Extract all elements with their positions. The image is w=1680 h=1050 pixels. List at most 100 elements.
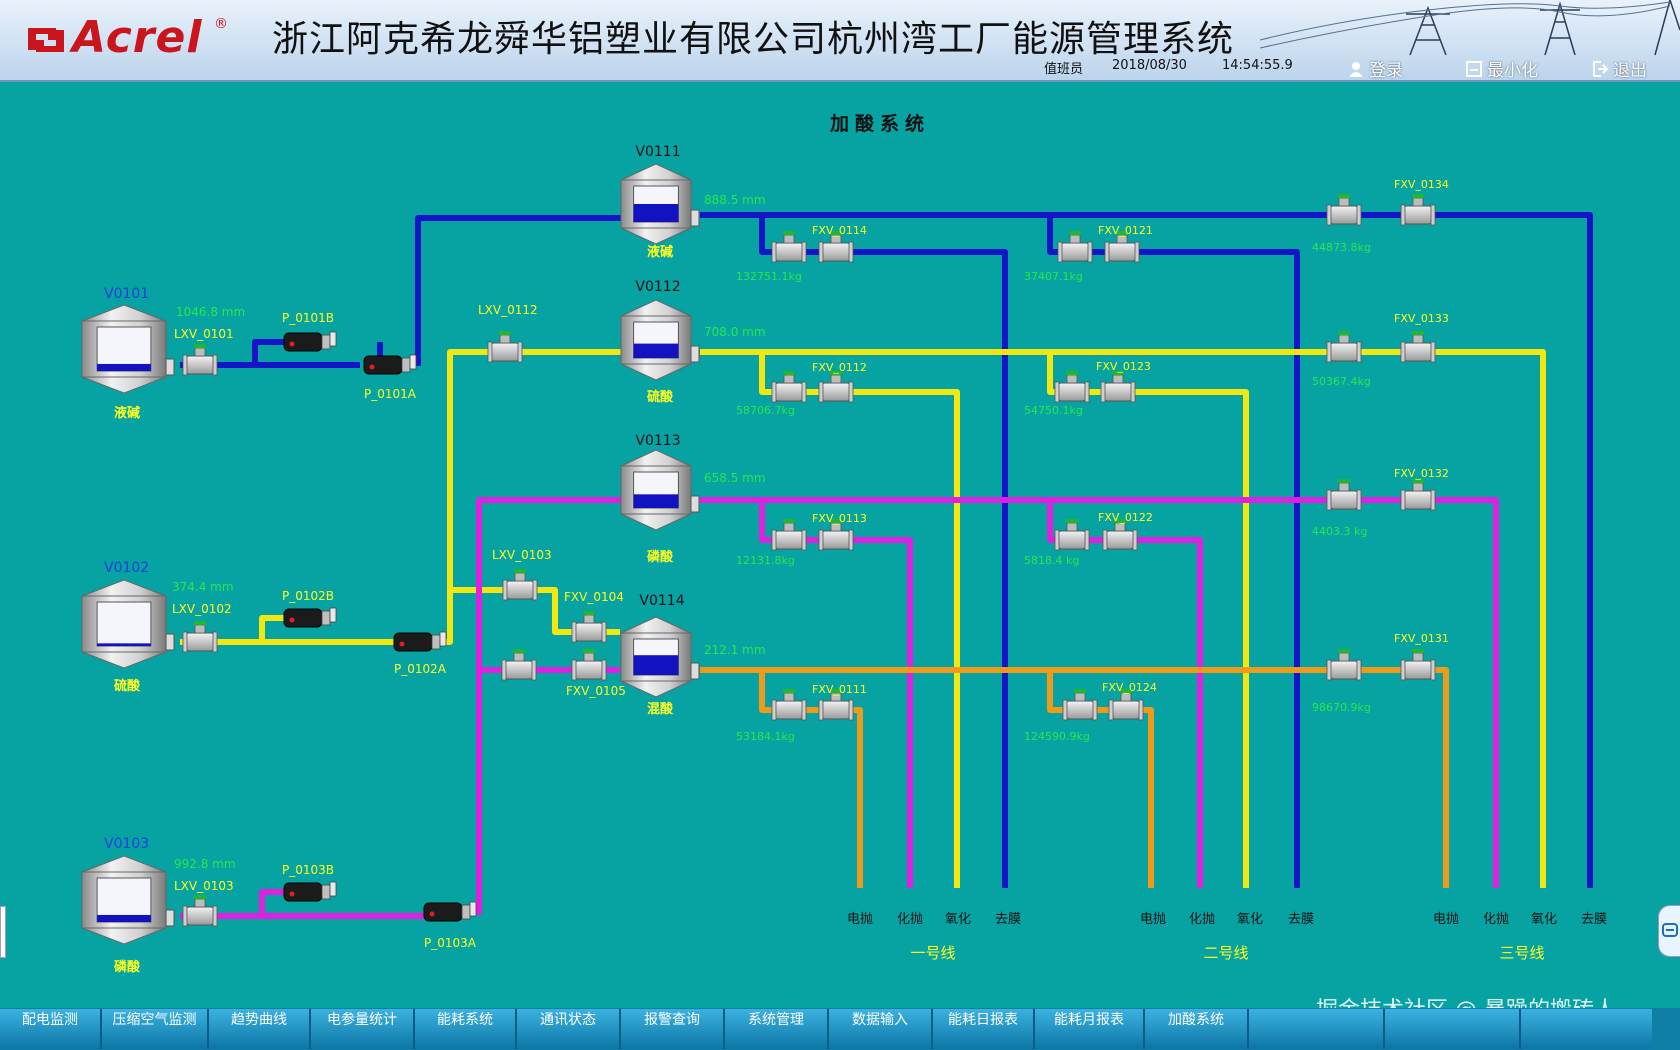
outlet-label: 去膜 (995, 912, 1021, 927)
valve-icon[interactable] (571, 649, 607, 681)
pump-icon[interactable] (283, 331, 337, 352)
nav-data-input[interactable]: 数据输入 (829, 1009, 933, 1049)
valve-icon[interactable] (1108, 689, 1144, 721)
login-button[interactable]: 登录 (1348, 56, 1403, 81)
outlet-label: 化抛 (1189, 912, 1215, 927)
valve-icon[interactable] (1400, 479, 1436, 511)
valve-icon[interactable] (487, 331, 523, 363)
nav-acid-system[interactable]: 加酸系统 (1145, 1009, 1249, 1049)
storage-tank[interactable] (620, 449, 700, 531)
nav-empty-slot (1385, 1009, 1521, 1049)
pump-tag: P_0103B (282, 863, 334, 877)
storage-tank[interactable] (620, 299, 700, 381)
storage-tank[interactable] (620, 163, 700, 245)
right-edge-tab[interactable] (1658, 905, 1680, 957)
duty-label: 值班员 (1044, 62, 1084, 77)
nav-energy-system[interactable]: 能耗系统 (415, 1009, 517, 1049)
valve-tag: FXV_0105 (566, 684, 626, 698)
valve-icon[interactable] (771, 231, 807, 263)
source-tank-labels: V0101 1046.8 mm LXV_0101 P_0101B P_0101A… (104, 286, 477, 975)
outlet-label: 氧化 (1531, 912, 1557, 927)
pump-icon[interactable] (393, 631, 447, 652)
minimize-label: 最小化 (1487, 61, 1538, 81)
valve-icon[interactable] (1400, 331, 1436, 363)
left-edge-tab[interactable] (0, 906, 6, 958)
nav-electrical-stats[interactable]: 电参量统计 (311, 1009, 415, 1049)
valve-icon[interactable] (1400, 194, 1436, 226)
tank-level-window (96, 326, 152, 372)
valve-icon[interactable] (818, 519, 854, 551)
valve-icon[interactable] (771, 371, 807, 403)
valve-icon[interactable] (1326, 649, 1362, 681)
line-label: 三号线 (1499, 944, 1544, 962)
valve-icon[interactable] (182, 895, 218, 927)
valve-icon[interactable] (818, 689, 854, 721)
valve-icon[interactable] (1054, 371, 1090, 403)
storage-tank[interactable] (81, 304, 175, 394)
valve-tag: LXV_0103 (174, 879, 234, 893)
outlet-label: 电抛 (1433, 912, 1459, 927)
nav-comm-status[interactable]: 通讯状态 (517, 1009, 621, 1049)
valve-tag: FXV_0124 (1102, 681, 1157, 694)
valve-icon[interactable] (1326, 194, 1362, 226)
acid-system-diagram: 加酸系统 V0101 (81, 112, 1607, 975)
exit-button[interactable]: 退出 (1592, 56, 1647, 81)
header-time: 14:54:55.9 (1222, 58, 1293, 73)
valve-icon[interactable] (182, 621, 218, 653)
valve-icon[interactable] (1326, 331, 1362, 363)
mixed-acid-pipes (700, 667, 1449, 888)
valve-icon[interactable] (818, 231, 854, 263)
valve-icon[interactable] (1400, 649, 1436, 681)
tank-level-fill (633, 204, 679, 222)
valve-icon[interactable] (1062, 689, 1098, 721)
valve-icon[interactable] (1104, 231, 1140, 263)
tank-level: 888.5 mm (704, 193, 766, 207)
line-label: 二号线 (1203, 944, 1248, 962)
minimize-button[interactable]: 最小化 (1466, 56, 1538, 81)
valve-icon[interactable] (182, 344, 218, 376)
storage-tank[interactable] (81, 579, 175, 669)
valve-icon[interactable] (502, 569, 538, 601)
outlet-label: 去膜 (1288, 912, 1314, 927)
valve-icon[interactable] (771, 689, 807, 721)
nav-trend-curve[interactable]: 趋势曲线 (209, 1009, 311, 1049)
flow-total: 98670.9kg (1312, 701, 1371, 714)
storage-tank[interactable] (620, 616, 700, 698)
tank-tag: V0111 (635, 144, 680, 160)
nav-system-management[interactable]: 系统管理 (725, 1009, 829, 1049)
pump-icon[interactable] (283, 881, 337, 902)
diagram-title: 加酸系统 (829, 112, 930, 135)
nav-compressed-air[interactable]: 压缩空气监测 (102, 1009, 209, 1049)
flow-total: 54750.1kg (1024, 404, 1083, 417)
tank-level: 374.4 mm (172, 580, 234, 594)
outlet-label: 氧化 (1237, 912, 1263, 927)
valve-icon[interactable] (771, 519, 807, 551)
flow-total: 4403.3 kg (1312, 525, 1367, 538)
caustic-pipes (180, 212, 1593, 888)
valve-tag: FXV_0121 (1098, 224, 1153, 237)
valve-icon[interactable] (1100, 371, 1136, 403)
nav-power-monitoring[interactable]: 配电监测 (0, 1009, 102, 1049)
bottom-nav-bar: 配电监测 压缩空气监测 趋势曲线 电参量统计 能耗系统 通讯状态 报警查询 系统… (0, 1008, 1680, 1050)
flow-total: 132751.1kg (736, 270, 802, 283)
valve-icon[interactable] (1326, 479, 1362, 511)
pump-icon[interactable] (363, 354, 417, 375)
nav-daily-report[interactable]: 能耗日报表 (933, 1009, 1035, 1049)
exit-label: 退出 (1613, 61, 1647, 81)
pump-tag: P_0101A (364, 387, 417, 401)
pump-icon[interactable] (283, 607, 337, 628)
valve-icon[interactable] (1057, 231, 1093, 263)
nav-alarm-query[interactable]: 报警查询 (621, 1009, 725, 1049)
valve-icon[interactable] (818, 371, 854, 403)
valve-tag: LXV_0112 (478, 303, 538, 317)
nav-monthly-report[interactable]: 能耗月报表 (1035, 1009, 1145, 1049)
tank-tag: V0112 (635, 279, 680, 295)
tank-name: 磷酸 (114, 959, 141, 975)
valve-icon[interactable] (1054, 519, 1090, 551)
valve-icon[interactable] (501, 649, 537, 681)
valve-icon[interactable] (1102, 519, 1138, 551)
tank-name: 液碱 (647, 244, 673, 260)
storage-tank[interactable] (81, 855, 175, 945)
pump-icon[interactable] (423, 901, 477, 922)
valve-icon[interactable] (571, 611, 607, 643)
